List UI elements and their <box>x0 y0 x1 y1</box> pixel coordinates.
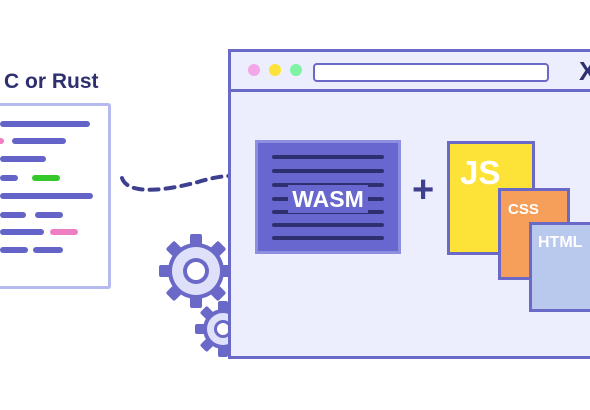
dashed-arrow-line <box>120 173 246 192</box>
address-bar[interactable] <box>313 63 549 82</box>
code-line <box>35 212 63 218</box>
html-file: HTML <box>529 222 590 312</box>
wasm-line <box>272 155 384 159</box>
code-line <box>33 247 63 253</box>
wasm-line <box>272 223 384 227</box>
wasm-module: WASM <box>255 140 401 254</box>
source-language-title: C or Rust <box>4 70 99 93</box>
source-code-panel <box>0 103 111 289</box>
code-line <box>50 229 78 235</box>
wasm-line <box>272 236 384 240</box>
browser-titlebar: X <box>231 52 590 92</box>
window-dot-pink[interactable] <box>248 64 260 76</box>
large-gear-icon <box>159 234 233 308</box>
code-line <box>0 175 18 181</box>
gears-icon <box>159 234 235 357</box>
css-label: CSS <box>508 201 539 218</box>
wasm-label: WASM <box>288 185 368 213</box>
close-icon[interactable]: X <box>579 56 590 86</box>
wasm-line <box>272 169 384 173</box>
js-label: JS <box>460 154 501 191</box>
code-line <box>0 212 26 218</box>
plus-sign: + <box>412 169 435 211</box>
code-line <box>0 193 93 199</box>
html-label: HTML <box>538 234 583 251</box>
code-line <box>0 138 4 144</box>
code-line <box>32 175 60 181</box>
code-line <box>0 156 46 162</box>
code-line <box>0 121 90 127</box>
small-gear-icon <box>195 301 235 357</box>
code-line <box>0 247 28 253</box>
window-dot-yellow[interactable] <box>269 64 281 76</box>
code-line <box>0 229 44 235</box>
window-dot-green[interactable] <box>290 64 302 76</box>
code-line <box>12 138 66 144</box>
